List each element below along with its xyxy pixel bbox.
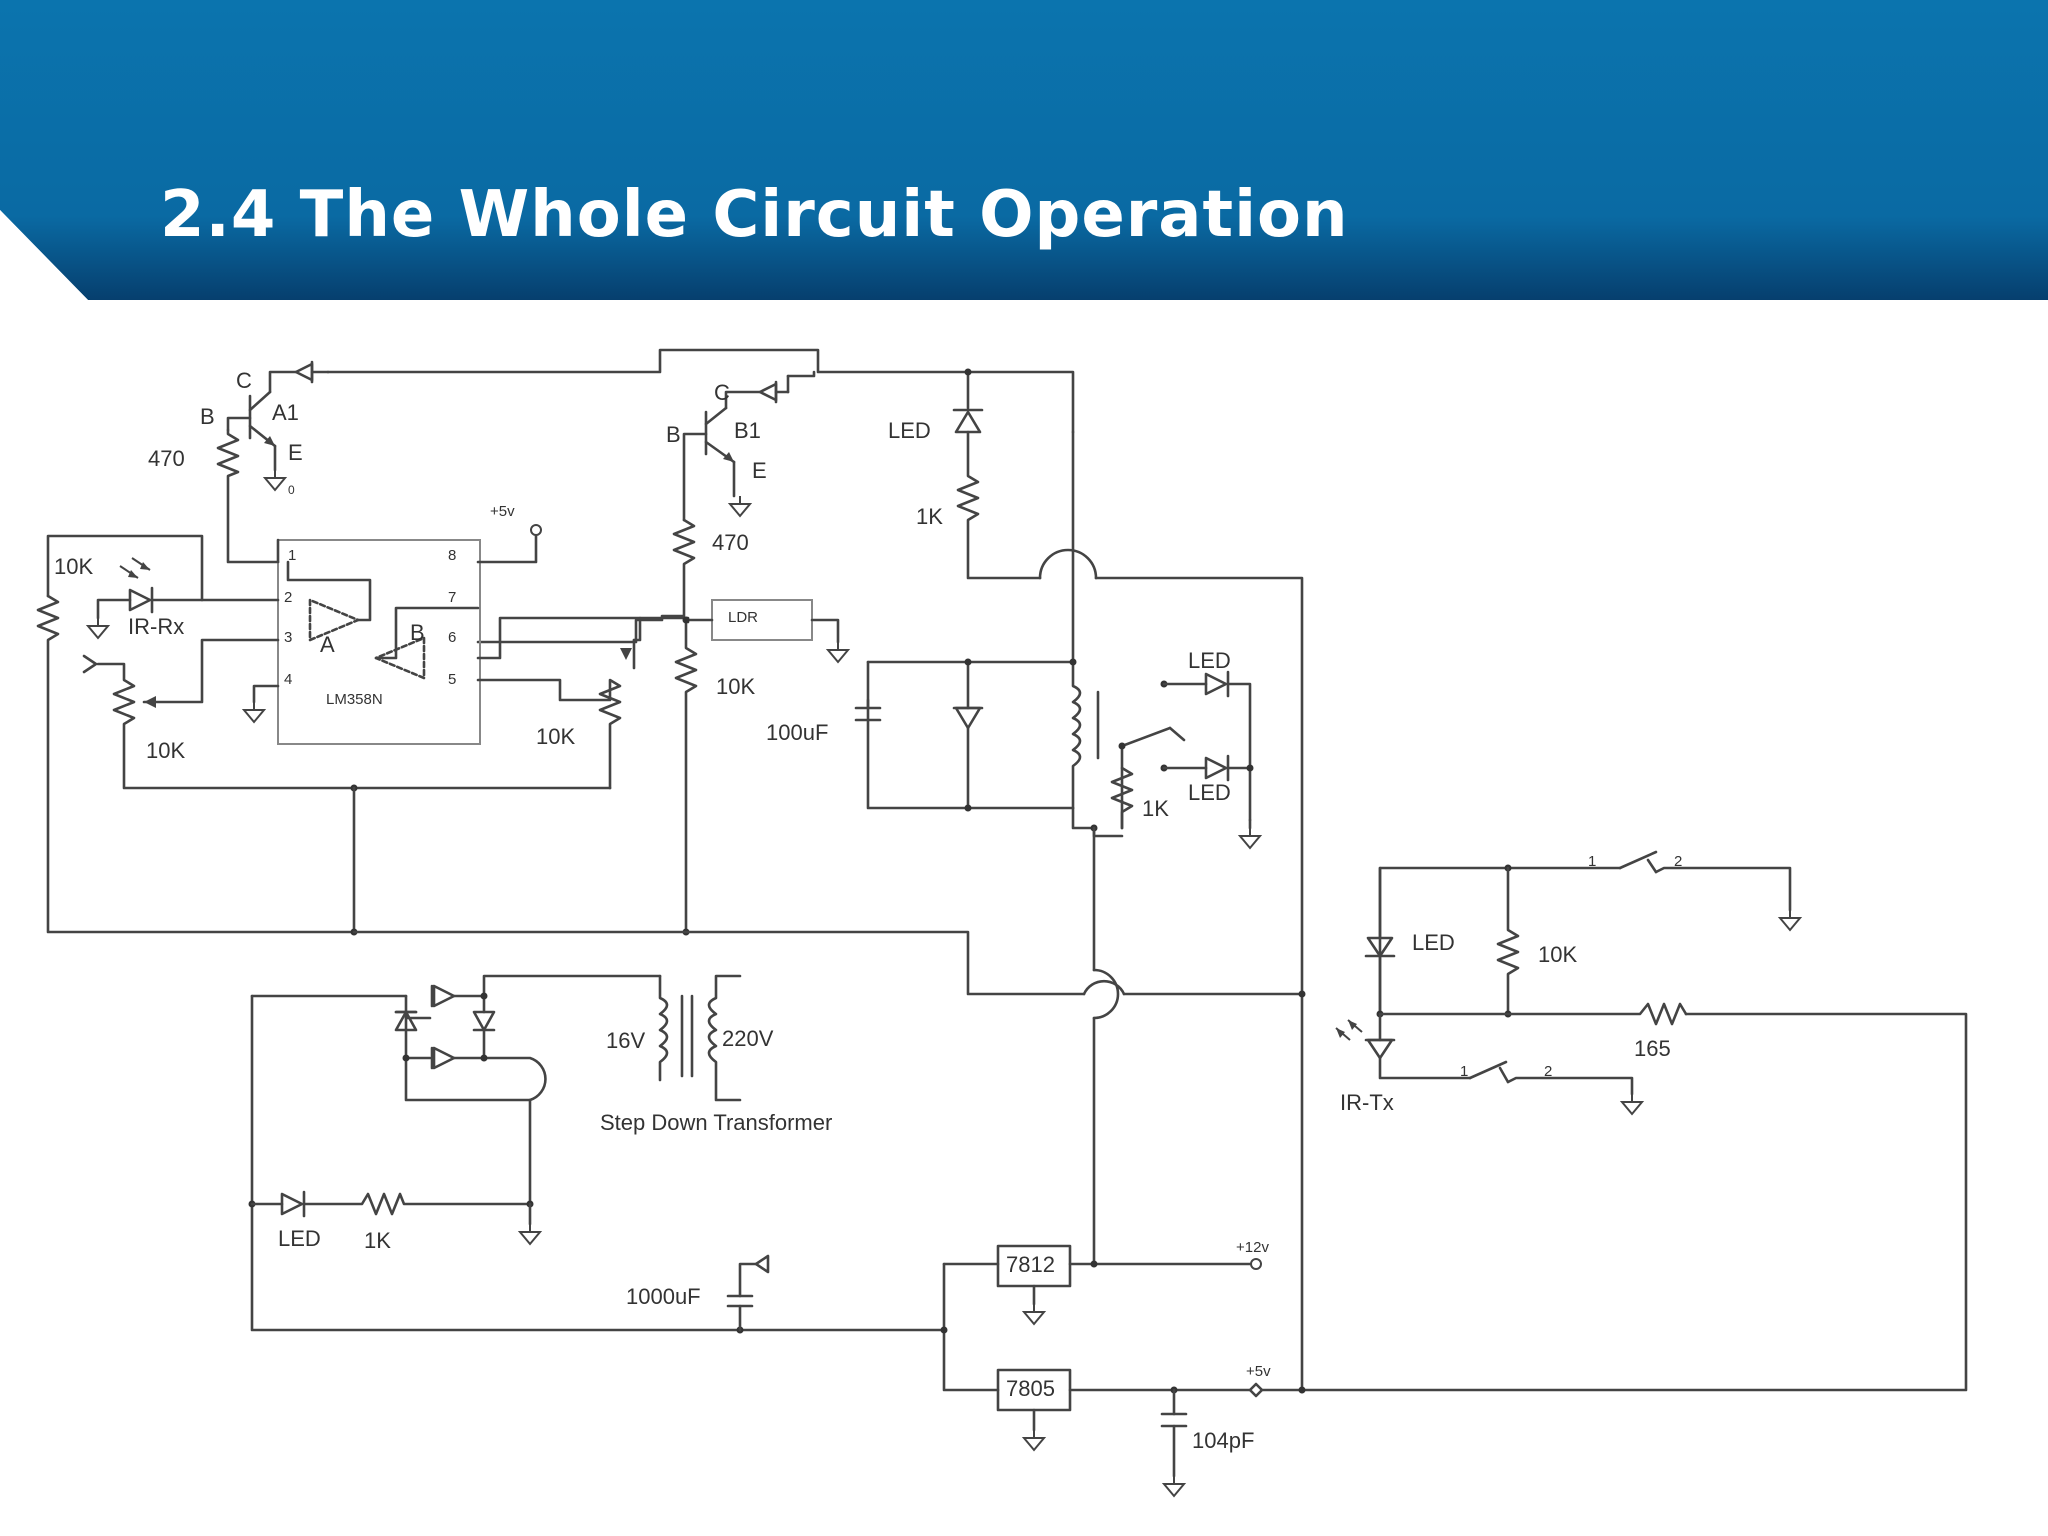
label-cap1000uf: 1000uF [626, 1284, 701, 1309]
label-sw1-b: 2 [1674, 853, 1682, 870]
label-r10k-ir: 10K [54, 554, 93, 579]
label-sw1-a: 1 [1588, 853, 1596, 870]
label-pin8: 8 [448, 547, 456, 564]
label-led-relay2: LED [1188, 780, 1231, 805]
label-sw2-b: 2 [1544, 1063, 1552, 1080]
label-220v: 220V [722, 1026, 774, 1051]
label-e-a1: E [288, 440, 303, 465]
label-a1: A1 [272, 400, 299, 425]
label-ir-rx: IR-Rx [128, 614, 184, 639]
label-r10k-ldr: 10K [716, 674, 755, 699]
label-opamp-a: A [320, 632, 335, 657]
resistor-470-b [476, 518, 696, 644]
label-transformer: Step Down Transformer [600, 1110, 832, 1135]
ir-rx-section [36, 534, 612, 934]
label-plus5v-top: +5v [490, 503, 515, 520]
label-r1k-psu: 1K [364, 1228, 391, 1253]
label-r10k-tx: 10K [1538, 942, 1577, 967]
transistor-b1 [682, 374, 790, 522]
resistor-470-a [216, 428, 280, 564]
slide-header [0, 0, 2048, 300]
label-led-psu: LED [278, 1226, 321, 1251]
label-r1k-top: 1K [916, 504, 943, 529]
slide-title: 2.4 The Whole Circuit Operation [160, 178, 1349, 252]
label-cap104pf: 104pF [1192, 1428, 1254, 1453]
label-led-top: LED [888, 418, 931, 443]
label-ir-tx: IR-Tx [1340, 1090, 1394, 1115]
header-band [0, 0, 2048, 300]
gnd-label: 0 [288, 483, 295, 497]
label-led-relay1: LED [1188, 648, 1231, 673]
label-pot10k-mid: 10K [536, 724, 575, 749]
label-pin5: 5 [448, 671, 456, 688]
label-c-b1: C [714, 380, 730, 405]
label-r165: 165 [1634, 1036, 1671, 1061]
label-c-a1: C [236, 368, 252, 393]
label-opamp-b: B [410, 620, 425, 645]
label-r470-b: 470 [712, 530, 749, 555]
ir-tx-section [1335, 850, 1801, 1115]
label-sw2-a: 1 [1460, 1063, 1468, 1080]
label-16v: 16V [606, 1028, 645, 1053]
label-pin2: 2 [284, 589, 292, 606]
label-ldr: LDR [728, 609, 758, 626]
label-pin1: 1 [288, 547, 296, 564]
label-pot10k-left: 10K [146, 738, 185, 763]
led-1k-top [952, 368, 1304, 1394]
label-b1: B1 [734, 418, 761, 443]
relay-section [854, 658, 1261, 849]
label-pin7: 7 [448, 589, 456, 606]
power-supply [248, 974, 1968, 1497]
label-7805: 7805 [1006, 1376, 1055, 1401]
label-plus12v: +12v [1236, 1239, 1269, 1256]
label-b-a1: B [200, 404, 215, 429]
label-led-tx: LED [1412, 930, 1455, 955]
label-r1k-relay: 1K [1142, 796, 1169, 821]
top-wires [326, 348, 1075, 434]
label-pin6: 6 [448, 629, 456, 646]
label-e-b1: E [752, 458, 767, 483]
ldr-section [476, 599, 849, 934]
label-r470-a: 470 [148, 446, 185, 471]
label-ic-name: LM358N [326, 691, 383, 708]
ic-lm358n [276, 524, 542, 745]
label-pin4: 4 [284, 671, 292, 688]
label-cap100uf: 100uF [766, 720, 828, 745]
transistor-a1 [226, 360, 330, 491]
label-7812: 7812 [1006, 1252, 1055, 1277]
label-b-b1: B [666, 422, 681, 447]
label-plus5v-bot: +5v [1246, 1363, 1271, 1380]
label-pin3: 3 [284, 629, 292, 646]
